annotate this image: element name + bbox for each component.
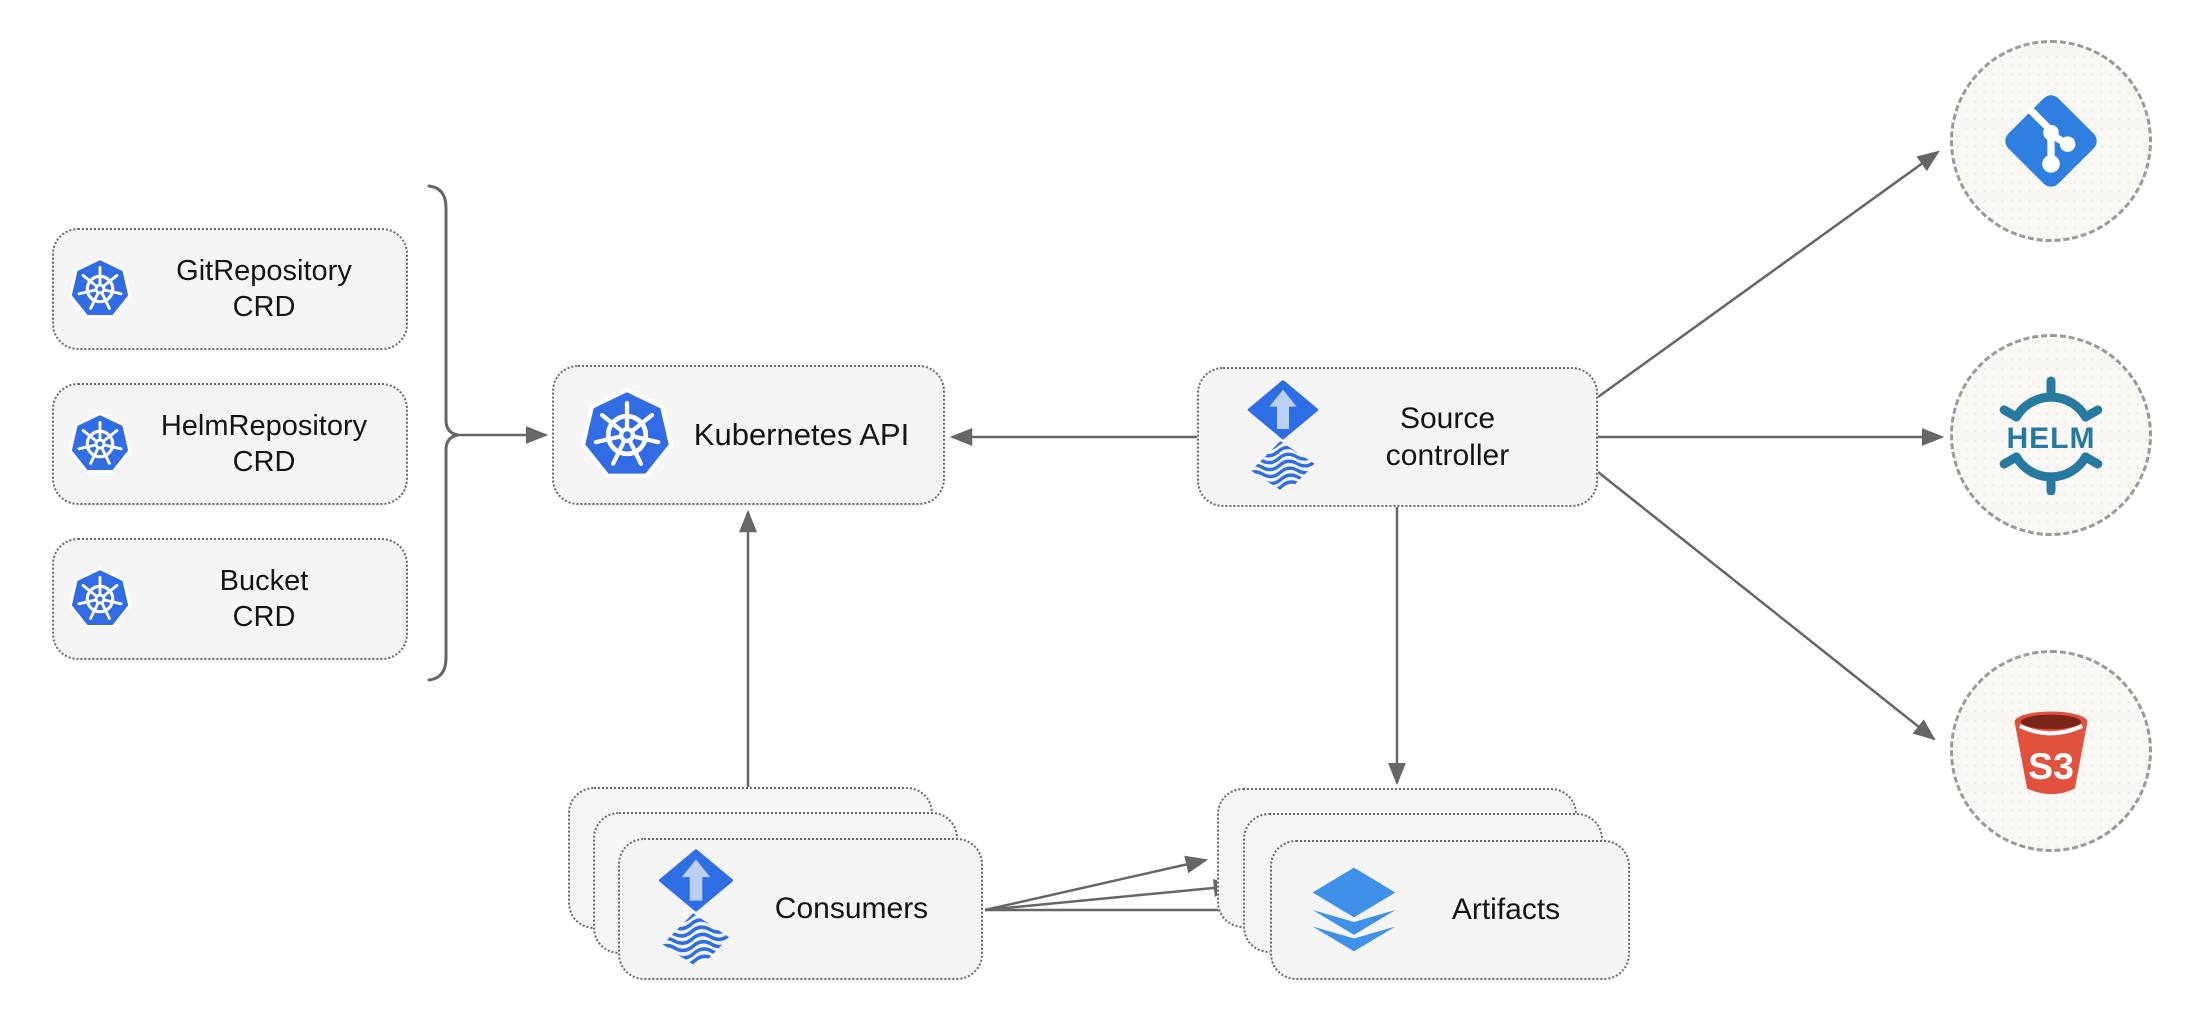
crd-line1: Bucket [219, 564, 309, 597]
circle-git [1950, 40, 2152, 242]
flux-icon [654, 849, 738, 969]
node-label: HelmRepository CRD [132, 408, 396, 481]
node-helmrepository-crd: HelmRepository CRD [52, 383, 408, 505]
node-consumers: Consumers [618, 838, 983, 980]
arrow-source-to-s3 [1597, 471, 1936, 741]
crd-line2: CRD [232, 446, 296, 478]
arrow-consumers-to-artifacts-1 [984, 855, 1209, 912]
helm-icon: HELM [1999, 376, 2103, 495]
kubernetes-icon [68, 566, 132, 629]
node-label: Consumers [774, 892, 929, 926]
node-bucket-crd: Bucket CRD [52, 538, 408, 660]
crd-line1: GitRepository [176, 254, 352, 287]
s3-wordmark: S3 [2028, 745, 2074, 787]
kubernetes-icon [580, 386, 674, 484]
node-label: Kubernetes API [693, 416, 910, 452]
node-label: Bucket CRD [132, 563, 396, 636]
source-line2: controller [1385, 439, 1510, 472]
circle-s3: S3 [1950, 650, 2152, 852]
kubernetes-icon [68, 256, 132, 319]
edge-crd-bracket [427, 184, 459, 682]
git-icon [1999, 89, 2103, 193]
node-source-controller: Source controller [1197, 367, 1598, 507]
node-label: Source controller [1323, 400, 1572, 475]
helm-wordmark: HELM [2007, 422, 2096, 455]
node-kubernetes-api: Kubernetes API [552, 365, 945, 505]
source-line1: Source [1399, 401, 1496, 435]
kubernetes-icon [68, 411, 132, 474]
layers-icon [1312, 867, 1396, 952]
crd-line1: HelmRepository [160, 409, 368, 442]
node-label: GitRepository CRD [132, 253, 396, 326]
circle-helm: HELM [1950, 334, 2152, 536]
flux-icon [1243, 380, 1323, 494]
crd-line2: CRD [232, 601, 296, 633]
arrow-consumers-to-artifacts-2 [984, 878, 1237, 912]
crd-line2: CRD [232, 291, 296, 323]
arrow-source-to-git [1597, 150, 1940, 399]
s3-bucket-icon: S3 [1999, 699, 2103, 803]
node-gitrepository-crd: GitRepository CRD [52, 228, 408, 350]
node-artifacts: Artifacts [1270, 840, 1630, 980]
node-label: Artifacts [1451, 893, 1561, 927]
